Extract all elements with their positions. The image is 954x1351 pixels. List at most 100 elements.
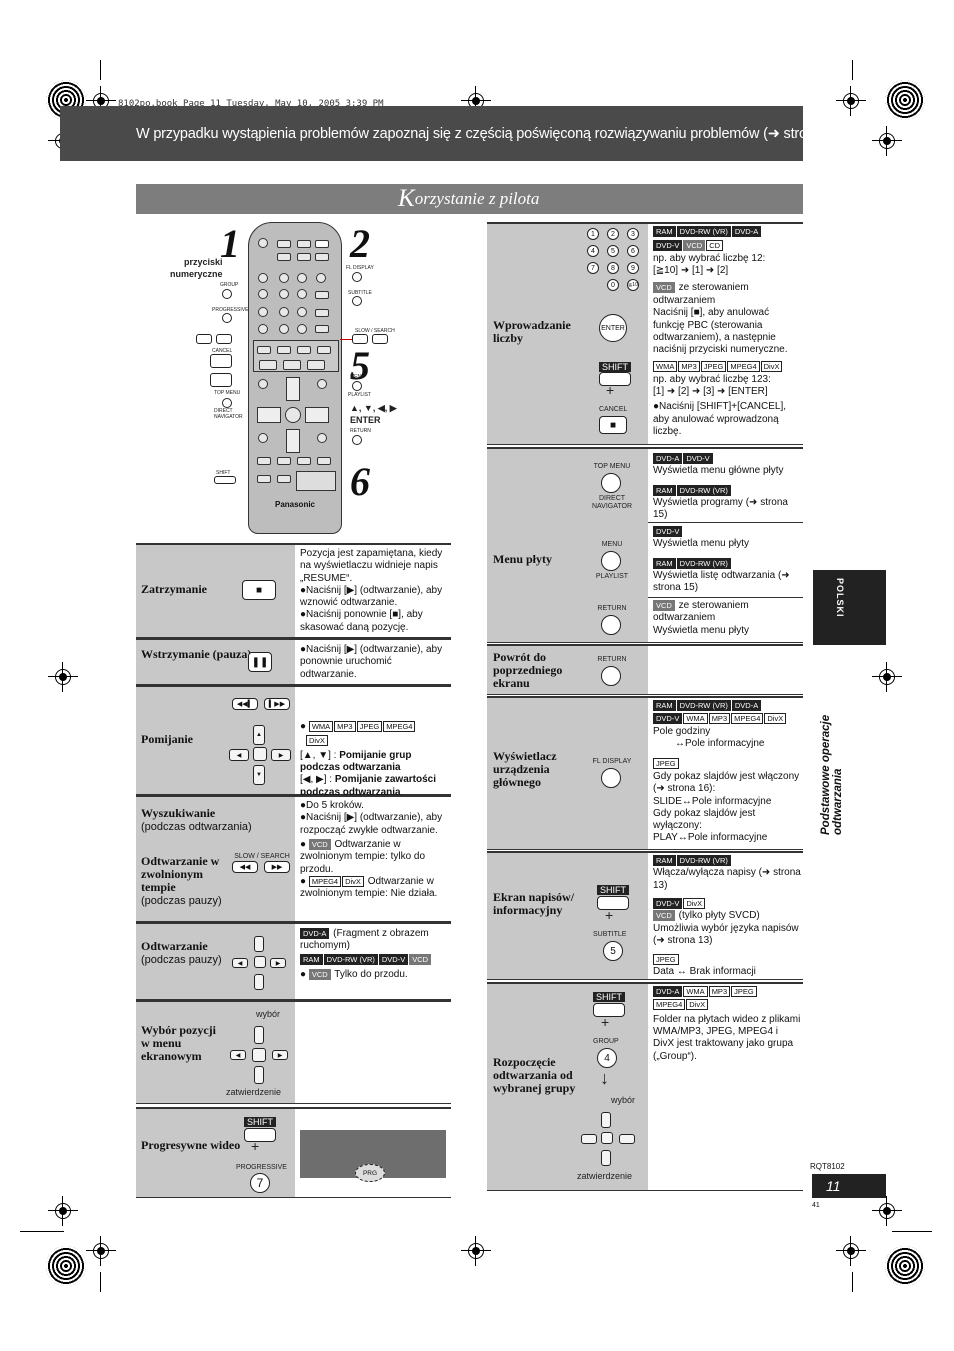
dpad-left bbox=[257, 407, 281, 423]
return-label: RETURN bbox=[350, 428, 371, 434]
dpad-right bbox=[619, 1134, 635, 1144]
row-fl-display: Wyświetlacz urządzenia głównego FL DISPL… bbox=[487, 696, 803, 850]
crop-mark bbox=[48, 662, 78, 692]
banner-text: W przypadku wystąpienia problemów zapozn… bbox=[136, 125, 875, 142]
stop-icon: ■ bbox=[242, 580, 276, 600]
registration-disc-bottom-right bbox=[885, 1246, 925, 1286]
direct-navigator-caption: DIRECT NAVIGATOR bbox=[591, 495, 633, 510]
enter-key bbox=[285, 407, 301, 423]
num-key bbox=[279, 324, 289, 334]
volume-panel bbox=[296, 471, 336, 491]
prg-indicator: PRG bbox=[355, 1164, 385, 1182]
stop-icon bbox=[210, 354, 232, 368]
confirm-caption: zatwierdzenie bbox=[577, 1171, 633, 1181]
row-label: Menu płyty bbox=[493, 552, 553, 566]
crop-mark bbox=[836, 1236, 866, 1266]
step-number: 6 bbox=[350, 459, 370, 504]
skip-back-icon: ◀◀▍ bbox=[232, 698, 258, 710]
shift-icon bbox=[214, 476, 236, 484]
slow-search-caption: SLOW / SEARCH bbox=[234, 853, 290, 860]
row-label: Odtwarzanie(podczas pauzy) bbox=[141, 939, 222, 967]
num-key bbox=[258, 289, 268, 299]
func-key bbox=[258, 433, 268, 443]
skip-back-key bbox=[257, 346, 271, 354]
step-number: 2 bbox=[350, 221, 370, 266]
fl-display-key bbox=[316, 273, 326, 283]
down-arrow-icon: ↓ bbox=[600, 1068, 609, 1088]
plus-sign: + bbox=[251, 1138, 260, 1154]
remote-button bbox=[277, 457, 291, 465]
remote-button bbox=[315, 253, 329, 261]
play-key bbox=[307, 360, 325, 370]
model-code: RQT8102 bbox=[810, 1162, 845, 1171]
row-label: Zatrzymanie bbox=[141, 582, 207, 596]
dvd-button bbox=[315, 240, 329, 248]
crop-mark bbox=[48, 1196, 78, 1226]
title-rest: orzystanie z pilota bbox=[414, 189, 540, 208]
dpad-up bbox=[601, 1112, 611, 1128]
cancel-key bbox=[258, 324, 268, 334]
remote-button bbox=[277, 475, 291, 483]
step-number: 5 bbox=[350, 343, 370, 388]
plus-sign: + bbox=[606, 382, 615, 398]
row-label: Wstrzymanie (pauza) bbox=[141, 647, 252, 661]
num7-icon: 7 bbox=[250, 1173, 270, 1193]
shift-button-icon bbox=[597, 896, 629, 910]
shift-button-icon bbox=[593, 1003, 625, 1017]
dpad-up bbox=[254, 936, 264, 952]
remote-button bbox=[297, 253, 311, 261]
side-section-label: Podstawowe operacje odtwarzania bbox=[820, 714, 844, 835]
remote-button bbox=[315, 309, 329, 317]
menu-icon bbox=[601, 551, 621, 571]
num-key bbox=[279, 289, 289, 299]
subtitle-icon bbox=[352, 296, 362, 306]
row-label: Wyszukiwanie(podczas odtwarzania) bbox=[141, 806, 252, 834]
return-key bbox=[317, 433, 327, 443]
dpad-down bbox=[254, 974, 264, 990]
stop-icon: ■ bbox=[599, 416, 627, 434]
shift-caption: SHIFT bbox=[599, 362, 631, 372]
remote-button bbox=[257, 457, 271, 465]
sub-page-number: 41 bbox=[812, 1202, 820, 1209]
fl-display-icon bbox=[601, 768, 621, 788]
crop-mark bbox=[872, 126, 902, 156]
row-description: VCD ze sterowaniem odtwarzaniem Wyświetl… bbox=[653, 600, 750, 636]
dpad-left: ◀ bbox=[230, 1050, 246, 1060]
dpad-down bbox=[286, 429, 300, 453]
enter-icon bbox=[601, 1132, 613, 1144]
registration-disc-bottom-left bbox=[46, 1246, 86, 1286]
crop-mark bbox=[461, 1236, 491, 1266]
plus-sign: + bbox=[601, 1014, 610, 1030]
num-key bbox=[297, 324, 307, 334]
pause-icon: ❚❚ bbox=[248, 652, 272, 672]
menu-caption: MENU bbox=[601, 541, 623, 548]
dpad-right: ▶ bbox=[272, 1050, 288, 1060]
slow-back-icon bbox=[352, 334, 368, 344]
pause-key bbox=[283, 360, 301, 370]
playlist-caption: PLAYLIST bbox=[595, 573, 629, 580]
row-label: Pomijanie bbox=[141, 732, 193, 746]
return-icon bbox=[601, 615, 621, 635]
dpad-up bbox=[286, 377, 300, 401]
title-initial: K bbox=[398, 185, 415, 212]
subtitle-caption: SUBTITLE bbox=[593, 931, 627, 938]
return-caption: RETURN bbox=[597, 605, 627, 612]
menu-key bbox=[317, 379, 327, 389]
menu-icon bbox=[352, 381, 362, 391]
skip-forward-icon bbox=[216, 334, 232, 344]
skip-fwd-key bbox=[277, 346, 291, 354]
dpad-down bbox=[254, 1066, 264, 1084]
top-menu-icon bbox=[601, 473, 621, 493]
dpad-down bbox=[601, 1150, 611, 1166]
topmenu-caption: TOP MENU bbox=[593, 463, 631, 470]
tuner-button bbox=[297, 240, 311, 248]
header-banner: W przypadku wystąpienia problemów zapozn… bbox=[70, 106, 874, 161]
select-caption: wybór bbox=[611, 1095, 636, 1105]
row-disc-menu: Menu płyty TOP MENU DIRECT NAVIGATOR MEN… bbox=[487, 447, 803, 643]
registration-disc-top-right bbox=[885, 80, 925, 120]
shift-button-icon bbox=[599, 372, 631, 386]
cancel-label: CANCEL bbox=[212, 348, 233, 354]
return-icon bbox=[352, 435, 362, 445]
